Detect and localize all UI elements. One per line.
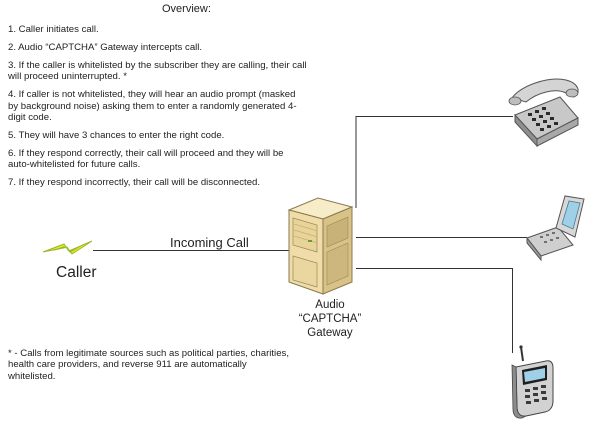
cell-phone-icon [511,345,554,419]
caller-label: Caller [56,264,97,281]
gateway-label-line: Audio [315,299,345,311]
step-item: 2. Audio “CAPTCHA” Gateway intercepts ca… [8,41,203,53]
steps-list: 1. Caller initiates call. 2. Audio “CAPT… [8,24,308,195]
step-item: 6. If they respond correctly, their call… [8,147,284,171]
step-item: 7. If they respond incorrectly, their ca… [8,177,261,189]
overview-title: Overview: [162,3,211,15]
step-item: 4. If caller is not whitelisted, they wi… [8,89,297,123]
connector-lines [93,116,527,353]
desk-phone-icon [508,78,579,148]
cell-phone-line [356,268,513,353]
step-item: 5. They will have 3 chances to enter the… [8,129,225,141]
server-tower-icon [287,197,354,295]
gateway-label-line: Gateway [307,327,353,339]
step-item: 3. If the caller is whitelisted by the s… [8,59,307,83]
incoming-call-label: Incoming Call [170,235,249,250]
flip-phone-icon [526,195,585,262]
footnote: * - Calls from legitimate sources such a… [8,348,289,382]
lightning-bolt-icon [42,240,93,255]
desk-phone-line [355,116,513,208]
gateway-label: Audio “CAPTCHA” Gateway [291,298,369,340]
step-item: 1. Caller initiates call. [8,24,99,35]
gateway-label-line: “CAPTCHA” [298,313,362,325]
